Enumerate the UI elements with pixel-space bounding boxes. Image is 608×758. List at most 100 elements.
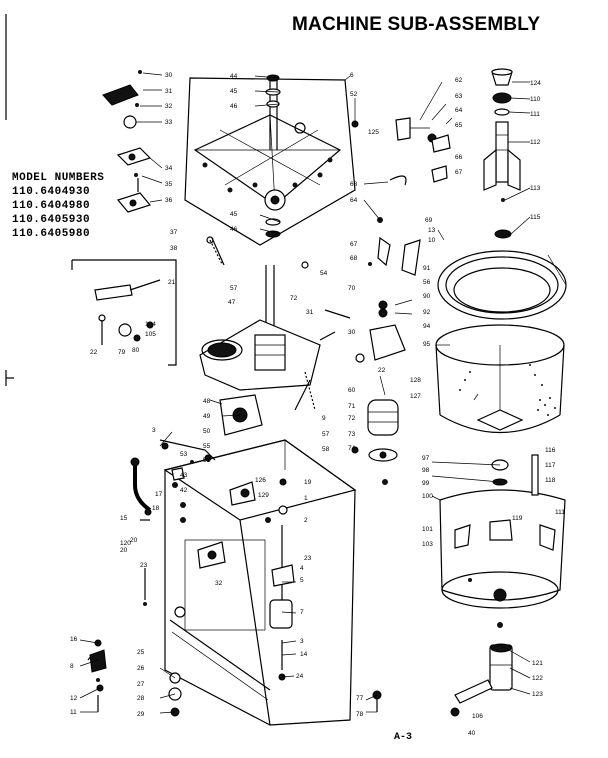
part-callouts: 30 31 32 33 34 35 36 44 45 46 6 52 62 63… <box>70 72 565 737</box>
callout: 71 <box>348 403 356 410</box>
callout: 129 <box>258 492 269 499</box>
callout: 20 <box>120 547 128 554</box>
callout: 7 <box>300 609 304 616</box>
page-title: MACHINE SUB-ASSEMBLY <box>292 14 541 35</box>
springs <box>209 239 386 411</box>
transmission <box>199 265 321 436</box>
callout: 92 <box>423 309 431 316</box>
callout: 46 <box>230 226 238 233</box>
callout: 36 <box>165 197 173 204</box>
callout: 11 <box>70 709 77 716</box>
callout: 32 <box>215 580 223 587</box>
callout: 63 <box>455 93 463 100</box>
callout: 53 <box>180 451 188 458</box>
model-numbers-heading: MODEL NUMBERS <box>12 172 105 184</box>
cabinet-frame <box>143 439 382 726</box>
callout: 110 <box>530 96 541 103</box>
callout: 4 <box>300 565 304 572</box>
inset-detail-box <box>71 259 177 366</box>
callout: 90 <box>423 293 431 300</box>
callout: 72 <box>348 415 356 422</box>
callout: 58 <box>322 446 330 453</box>
callout: 117 <box>545 462 556 469</box>
callout: 8 <box>70 663 74 670</box>
callout: 34 <box>165 165 173 172</box>
callout: 103 <box>422 541 433 548</box>
callout: 116 <box>545 447 556 454</box>
callout: 6 <box>350 72 354 79</box>
callout: 57 <box>322 431 330 438</box>
callout: 123 <box>532 691 543 698</box>
callout: 37 <box>170 229 178 236</box>
callout: 22 <box>378 367 386 374</box>
callout: 97 <box>422 455 430 462</box>
callout: 12 <box>70 695 78 702</box>
callout: 111 <box>530 111 540 118</box>
callout: 99 <box>422 480 430 487</box>
callout: 54 <box>320 270 328 277</box>
callout: 19 <box>304 479 312 486</box>
callout: 120 <box>120 540 131 547</box>
callout: 33 <box>165 119 173 126</box>
callout: 3 <box>152 427 156 434</box>
callout: 113 <box>530 185 541 192</box>
callout: 23 <box>304 555 312 562</box>
callout: 72 <box>290 295 298 302</box>
callout: 22 <box>90 349 98 356</box>
callout: 101 <box>422 526 433 533</box>
callout: 31 <box>165 88 173 95</box>
callout: 29 <box>137 711 145 718</box>
callout: 68 <box>350 255 358 262</box>
callout: 79 <box>118 349 126 356</box>
callout: 26 <box>137 665 145 672</box>
callout: 40 <box>468 730 476 737</box>
callout: 112 <box>530 139 541 146</box>
callout: 56 <box>423 279 431 286</box>
motor-assembly <box>351 300 406 485</box>
callout: 74 <box>348 445 356 452</box>
callout: 17 <box>155 491 163 498</box>
callout: 80 <box>132 347 140 354</box>
callout: 127 <box>410 393 421 400</box>
callout: 16 <box>70 636 78 643</box>
callout: 64 <box>350 197 358 204</box>
callout: 28 <box>137 695 145 702</box>
tub-cover-plate <box>184 74 356 246</box>
callout: 100 <box>422 493 433 500</box>
callout: 64 <box>455 107 463 114</box>
callout: 27 <box>137 681 145 688</box>
callout: 13 <box>428 227 436 234</box>
callout: 121 <box>532 660 543 667</box>
callout: 98 <box>422 467 430 474</box>
bracket-parts <box>206 117 451 341</box>
lid-switch-parts <box>102 70 152 213</box>
callout: 73 <box>348 431 356 438</box>
callout: 43 <box>180 472 188 479</box>
callout: 128 <box>410 377 421 384</box>
callout: 42 <box>180 487 188 494</box>
callout: 23 <box>140 562 148 569</box>
callout: 63 <box>350 181 358 188</box>
callout: 45 <box>230 88 238 95</box>
callout: 31 <box>306 309 314 316</box>
callout: 15 <box>120 515 128 522</box>
callout: 18 <box>152 505 160 512</box>
callout: 126 <box>255 477 266 484</box>
callout: 94 <box>423 323 431 330</box>
callout: 70 <box>348 285 356 292</box>
callout: 48 <box>203 398 211 405</box>
callout: 32 <box>165 103 173 110</box>
model-number: 110.6404930 <box>12 186 91 198</box>
fill-hose-parts <box>130 439 216 521</box>
model-number: 110.6405930 <box>12 214 91 226</box>
callout: 67 <box>455 169 463 176</box>
callout: 57 <box>230 285 238 292</box>
callout: 104 <box>145 321 156 328</box>
callout: 95 <box>423 341 431 348</box>
callout: 67 <box>350 241 358 248</box>
callout: 9 <box>322 415 326 422</box>
callout: 44 <box>230 73 238 80</box>
callout: 5 <box>300 577 304 584</box>
callout: 14 <box>300 651 308 658</box>
